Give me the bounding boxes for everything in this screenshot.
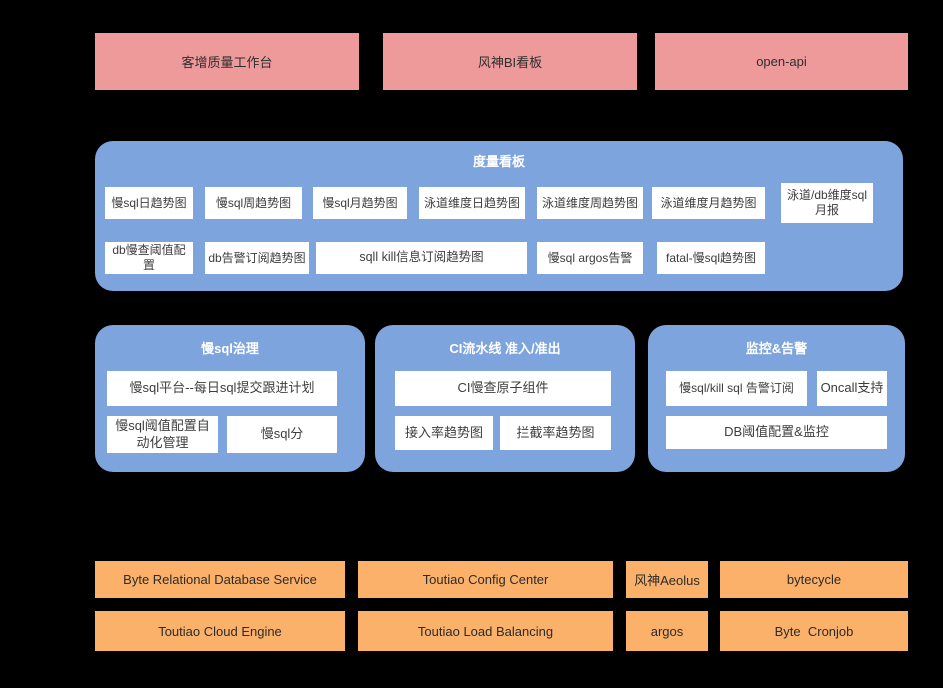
infra-label: Toutiao Cloud Engine [158,623,282,639]
metric-label: 泳道/db维度sql月报 [786,188,868,217]
metric-box: 慢sql月趋势图 [313,187,407,219]
app-box-quality-workbench: 客增质量工作台 [95,33,359,90]
card-ci-pipeline: CI流水线 准入/准出 CI慢查原子组件 接入率趋势图 拦截率趋势图 [375,325,635,472]
card-title: CI流水线 准入/准出 [449,341,561,356]
infra-box-bytecycle: bytecycle [720,561,908,598]
metric-box: 慢sql argos告警 [537,242,643,274]
infra-box-cloud-engine: Toutiao Cloud Engine [95,611,345,651]
card-slow-sql-governance: 慢sql治理 慢sql平台--每日sql提交跟进计划 慢sql阈值配置自动化管理… [95,325,365,472]
metric-box: 泳道维度日趋势图 [419,187,525,219]
infra-box-byte-rds: Byte Relational Database Service [95,561,345,598]
metric-label: 慢sql月趋势图 [322,195,398,210]
infra-label: Byte Cronjob [774,623,854,639]
card-item-label: 慢sql/kill sql 告警订阅 [679,381,794,395]
infra-label: Toutiao Config Center [422,572,549,587]
metric-box: 慢sql日趋势图 [105,187,193,219]
card-item-label: 慢sql阈值配置自动化管理 [115,418,210,450]
infra-label: Toutiao Load Balancing [417,623,554,639]
metric-box: 泳道维度周趋势图 [537,187,643,219]
metric-box: 慢sql周趋势图 [205,187,302,219]
app-box-fengshen-bi: 风神BI看板 [383,33,637,90]
metric-box: db慢查阈值配置 [105,242,193,274]
metric-label: 泳道维度日趋势图 [423,195,520,210]
metric-label: 慢sql argos告警 [547,250,633,265]
infra-box-byte-cronjob: Byte Cronjob [720,611,908,651]
card-item-box: CI慢查原子组件 [395,371,611,406]
metric-label: 泳道维度月趋势图 [660,195,757,210]
card-item-box: 慢sql平台--每日sql提交跟进计划 [107,371,337,406]
metrics-board-panel: 度量看板 慢sql日趋势图 慢sql周趋势图 慢sql月趋势图 泳道维度日趋势图… [95,141,903,291]
infra-box-config-center: Toutiao Config Center [358,561,613,598]
card-item-label: DB阈值配置&监控 [724,424,829,440]
infra-label: 风神Aeolus [634,573,700,588]
card-item-box: 慢sql分 [227,416,337,453]
infra-label: argos [650,623,684,639]
card-item-label: CI慢查原子组件 [457,380,549,396]
card-item-label: 拦截率趋势图 [516,424,595,440]
app-box-label: 客增质量工作台 [181,55,273,70]
app-box-open-api: open-api [655,33,908,90]
metric-label: 泳道维度周趋势图 [541,195,638,210]
card-item-label: 接入率趋势图 [404,424,483,440]
metric-box: 泳道/db维度sql月报 [781,183,873,223]
metric-box: sqll kill信息订阅趋势图 [316,242,527,274]
app-box-label: 风神BI看板 [477,55,543,70]
card-title: 慢sql治理 [201,341,259,356]
card-item-box: Oncall支持 [817,371,887,406]
card-item-label: 慢sql平台--每日sql提交跟进计划 [129,380,315,396]
card-item-box: 接入率趋势图 [395,416,493,450]
infra-label: bytecycle [786,572,842,587]
metric-label: 慢sql日趋势图 [111,195,187,210]
metric-box: fatal-慢sql趋势图 [657,242,765,274]
infra-label: Byte Relational Database Service [123,572,317,587]
card-monitoring-alerting: 监控&告警 慢sql/kill sql 告警订阅 Oncall支持 DB阈值配置… [648,325,905,472]
metric-label: sqll kill信息订阅趋势图 [359,250,484,265]
infra-box-aeolus: 风神Aeolus [626,561,708,598]
app-box-label: open-api [756,54,807,69]
card-item-box: 慢sql/kill sql 告警订阅 [666,371,807,406]
metric-label: fatal-慢sql趋势图 [665,250,757,265]
metric-box: 泳道维度月趋势图 [652,187,765,219]
card-item-box: DB阈值配置&监控 [666,416,887,449]
card-item-box: 拦截率趋势图 [500,416,611,450]
card-item-box: 慢sql阈值配置自动化管理 [107,416,218,453]
metrics-board-title: 度量看板 [472,154,525,169]
infra-box-argos: argos [626,611,708,651]
metric-box: db告警订阅趋势图 [205,242,309,274]
card-item-label: 慢sql分 [260,426,304,442]
infra-box-load-balancing: Toutiao Load Balancing [358,611,613,651]
metric-label: 慢sql周趋势图 [215,195,292,210]
metric-label: db告警订阅趋势图 [208,250,306,265]
card-title: 监控&告警 [745,341,808,356]
card-item-label: Oncall支持 [820,380,884,396]
metric-label: db慢查阈值配置 [112,243,186,272]
